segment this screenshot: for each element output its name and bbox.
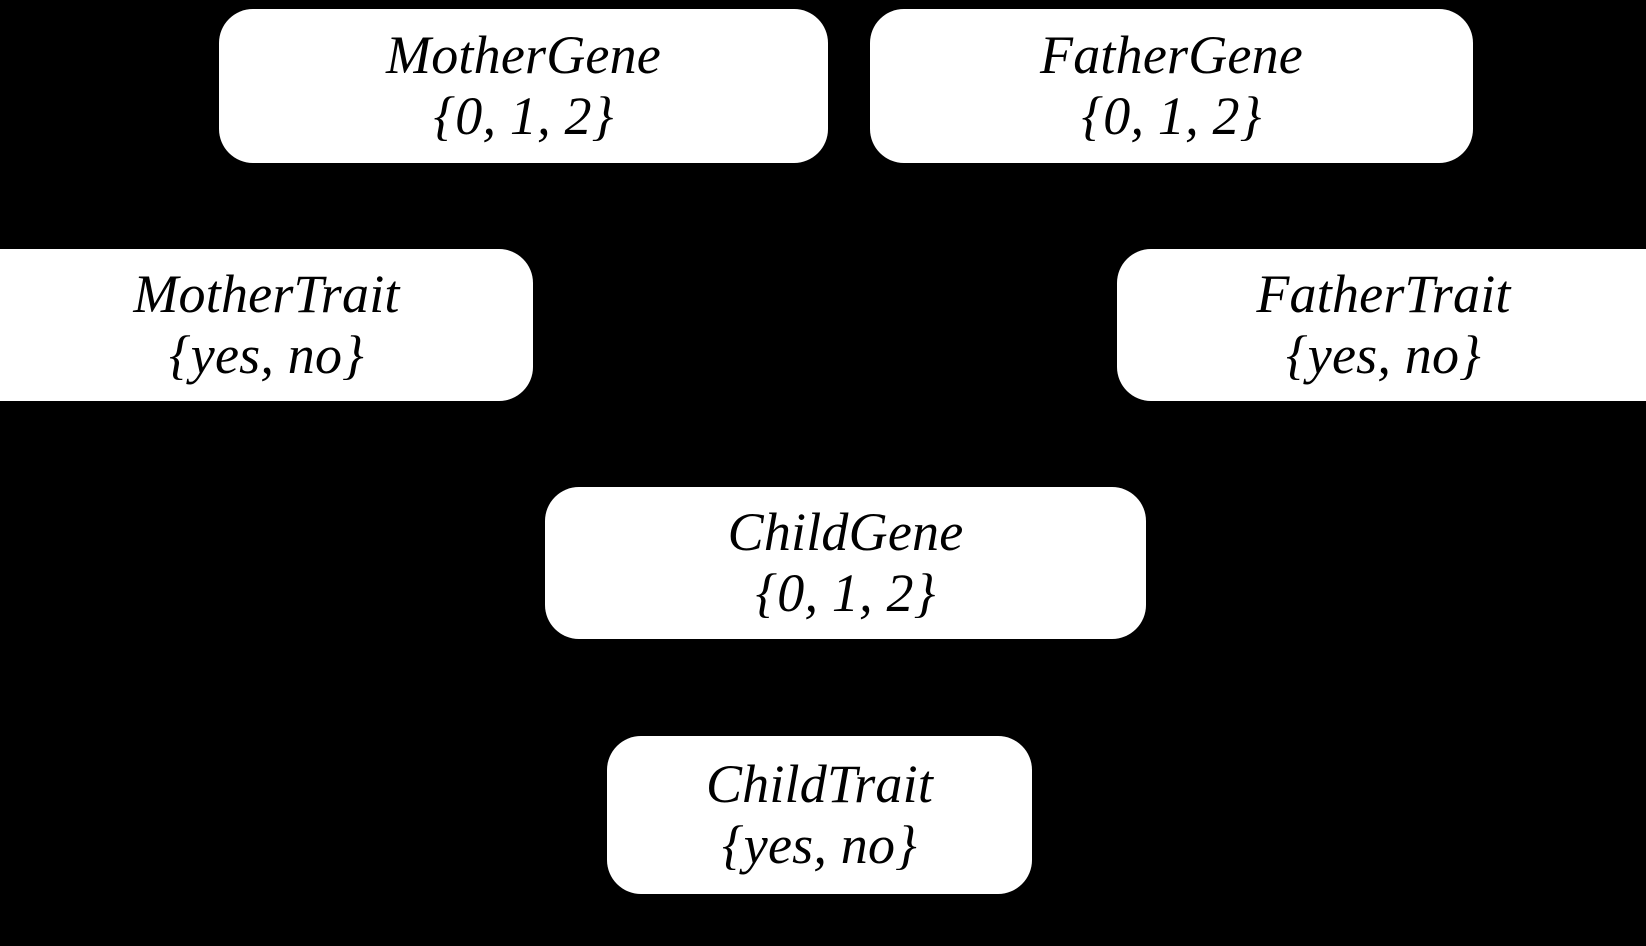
node-mother-trait-domain: {yes, no} (169, 325, 364, 385)
node-father-gene-domain: {0, 1, 2} (1081, 86, 1262, 146)
node-mother-trait-label: MotherTrait (133, 263, 400, 324)
node-mother-gene-label: MotherGene (386, 24, 661, 85)
node-child-gene-domain: {0, 1, 2} (755, 563, 936, 623)
node-father-trait-domain: {yes, no} (1286, 325, 1481, 385)
node-child-trait-label: ChildTrait (705, 753, 934, 814)
node-mother-gene-domain: {0, 1, 2} (433, 86, 614, 146)
node-mother-gene[interactable]: MotherGene {0, 1, 2} (219, 9, 828, 163)
node-mother-trait[interactable]: MotherTrait {yes, no} (0, 249, 533, 401)
node-father-gene-label: FatherGene (1040, 24, 1303, 85)
node-father-trait[interactable]: FatherTrait {yes, no} (1117, 249, 1646, 401)
node-child-gene[interactable]: ChildGene {0, 1, 2} (545, 487, 1146, 639)
node-child-gene-label: ChildGene (727, 501, 964, 562)
node-father-trait-label: FatherTrait (1256, 263, 1511, 324)
node-child-trait-domain: {yes, no} (722, 815, 917, 875)
node-child-trait[interactable]: ChildTrait {yes, no} (607, 736, 1032, 894)
node-father-gene[interactable]: FatherGene {0, 1, 2} (870, 9, 1473, 163)
